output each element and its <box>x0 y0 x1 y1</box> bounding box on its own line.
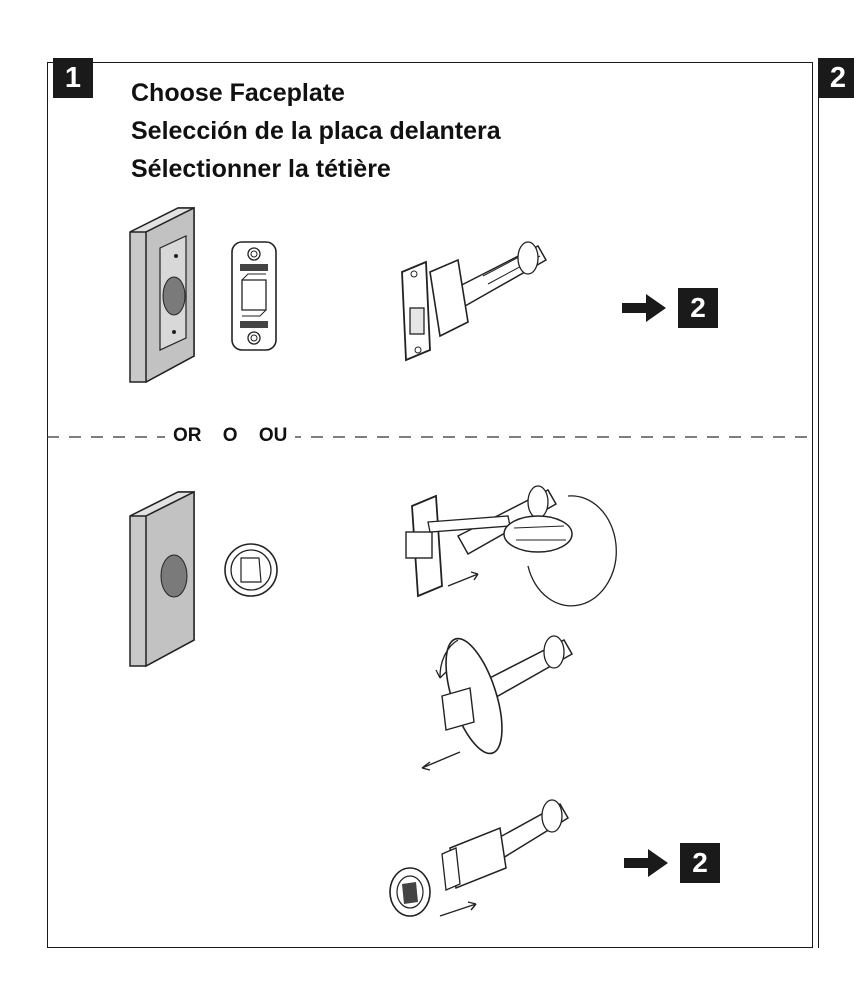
round-collar-illustration <box>224 543 278 597</box>
latch-with-faceplate-illustration <box>401 241 548 362</box>
step-1-panel <box>47 62 813 948</box>
separator-dashed-line <box>47 436 813 438</box>
step-2-badge: 2 <box>678 288 718 328</box>
step-title: Choose Faceplate Selección de la placa d… <box>131 74 501 188</box>
arrow-right-icon <box>624 849 668 877</box>
rotate-faceplate-illustration <box>421 635 574 771</box>
go-to-step-2-bottom: 2 <box>624 843 720 883</box>
title-spanish: Selección de la placa delantera <box>131 117 501 145</box>
separator-label: OR O OU <box>165 424 296 448</box>
next-step-number-badge: 2 <box>818 58 854 98</box>
door-edge-round-bore-illustration <box>129 490 195 668</box>
door-edge-faceplate-illustration <box>129 206 195 384</box>
step-number-badge: 1 <box>53 58 93 98</box>
remove-faceplate-screwdriver-illustration <box>405 485 617 607</box>
faceplate-illustration <box>231 241 277 351</box>
arrow-right-icon <box>622 294 666 322</box>
step-2-panel-edge <box>818 62 854 948</box>
title-french: Sélectionner la tétière <box>131 155 391 183</box>
go-to-step-2-top: 2 <box>622 288 718 328</box>
separator: OR O OU <box>47 424 813 448</box>
step-2-badge: 2 <box>680 843 720 883</box>
install-collar-illustration <box>389 799 570 917</box>
title-english: Choose Faceplate <box>131 79 345 107</box>
